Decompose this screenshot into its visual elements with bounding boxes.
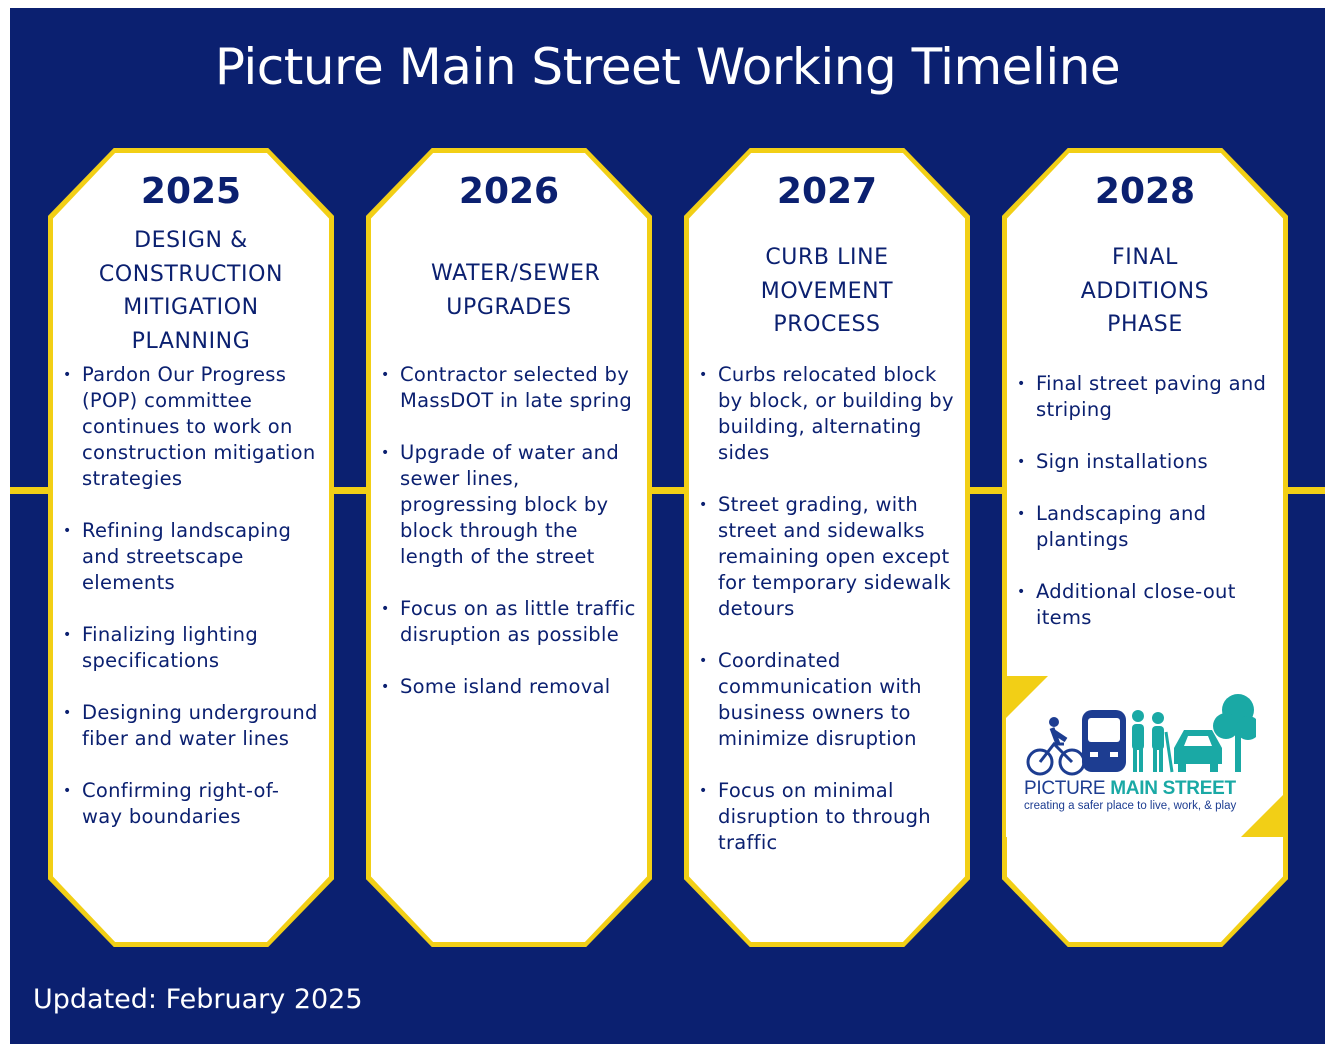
page-title: Picture Main Street Working Timeline [214,38,1121,96]
phase-task-list: Curbs relocated block by block, or build… [699,362,961,882]
list-item: Additional close-out items [1017,579,1279,631]
list-item: Curbs relocated block by block, or build… [699,362,961,466]
tree-icon [1213,694,1256,772]
phase-year: 2025 [140,171,242,212]
car-icon [1174,730,1222,772]
corner-accent [1241,795,1283,837]
pedestrian-icon [1132,710,1144,772]
phase-title: WATER/SEWER UPGRADES [431,261,601,320]
updated-date: Updated: February 2025 [33,984,363,1015]
phase-task-list: Pardon Our Progress (POP) committee cont… [63,362,319,856]
list-item: Focus on as little traffic disruption as… [381,596,643,648]
phase-year: 2027 [776,171,878,212]
list-item: Street grading, with street and sidewalk… [699,492,961,622]
list-item: Focus on minimal disruption to through t… [699,778,961,856]
phase-year: 2028 [1094,171,1196,212]
list-item: Confirming right-of-way boundaries [63,778,319,830]
logo-tagline: creating a safer place to live, work, & … [1024,800,1237,812]
list-item: Contractor selected by MassDOT in late s… [381,362,643,414]
logo-illustration [1026,694,1256,776]
phase-card-body: 2027 CURB LINE MOVEMENT PROCESS Curbs re… [689,153,965,942]
phase-task-list: Contractor selected by MassDOT in late s… [381,362,643,726]
list-item: Coordinated communication with business … [699,648,961,752]
list-item: Landscaping and plantings [1017,501,1279,553]
corner-accent [1006,676,1048,718]
phase-card-body: 2025 DESIGN & CONSTRUCTION MITIGATION PL… [53,153,329,942]
phase-title: FINAL ADDITIONS PHASE [1080,245,1210,337]
list-item: Final street paving and striping [1017,371,1279,423]
logo-wordmark: PICTURE MAIN STREET [1024,778,1236,800]
logo-word-picture: PICTURE [1024,778,1106,799]
list-item: Pardon Our Progress (POP) committee cont… [63,362,319,492]
phase-card-2026: 2026 WATER/SEWER UPGRADES Contractor sel… [366,148,652,947]
phase-card-2027: 2027 CURB LINE MOVEMENT PROCESS Curbs re… [684,148,970,947]
phase-task-list: Final street paving and striping Sign in… [1017,371,1279,657]
logo-word-main-street: MAIN STREET [1110,778,1236,799]
list-item: Upgrade of water and sewer lines, progre… [381,440,643,570]
list-item: Designing underground fiber and water li… [63,700,319,752]
phase-card-2025: 2025 DESIGN & CONSTRUCTION MITIGATION PL… [48,148,334,947]
phase-year: 2026 [458,171,560,212]
timeline-connector-line [10,487,1325,494]
cyclist-icon [1026,717,1086,776]
picture-main-street-logo: PICTURE MAIN STREET creating a safer pla… [1006,676,1283,837]
list-item: Some island removal [381,674,643,700]
list-item: Refining landscaping and streetscape ele… [63,518,319,596]
list-item: Sign installations [1017,449,1279,475]
phase-title: CURB LINE MOVEMENT PROCESS [760,245,894,337]
phase-title: DESIGN & CONSTRUCTION MITIGATION PLANNIN… [98,228,284,354]
bus-icon [1082,710,1126,772]
list-item: Finalizing lighting specifications [63,622,319,674]
phase-card-body: 2026 WATER/SEWER UPGRADES Contractor sel… [371,153,647,942]
walker-icon [1152,712,1174,773]
